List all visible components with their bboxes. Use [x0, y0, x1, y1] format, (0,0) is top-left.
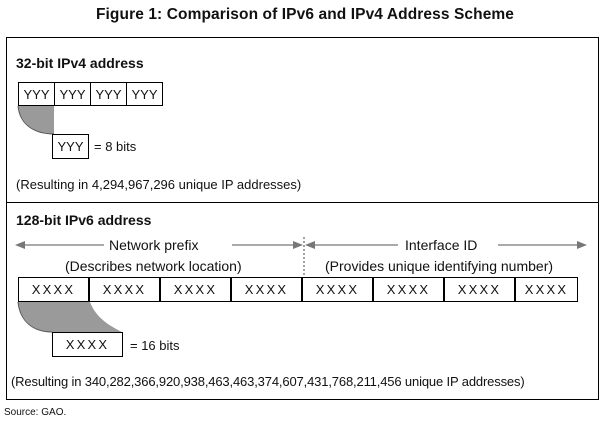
network-prefix-arrow	[15, 241, 303, 249]
ipv6-segment-4: XXXX	[231, 277, 302, 302]
ipv4-expansion-wedge-edge	[17, 105, 55, 135]
ipv6-segment-7: XXXX	[444, 277, 515, 302]
ipv6-result: (Resulting in 340,282,366,920,938,463,46…	[11, 374, 525, 389]
ipv6-segment-1: XXXX	[18, 277, 89, 302]
interface-id-description: (Provides unique identifying number)	[325, 258, 554, 274]
ipv6-segment-3: XXXX	[160, 277, 231, 302]
ipv4-expansion-wedge	[18, 106, 54, 134]
ipv6-zoom-segment: XXXX	[52, 332, 123, 357]
ipv6-segment-6: XXXX	[373, 277, 444, 302]
ipv4-segment-2: YYY	[54, 82, 91, 106]
ipv4-segment-1: YYY	[18, 82, 55, 106]
interface-id-arrow	[305, 241, 587, 249]
ipv6-expansion-wedge	[18, 302, 122, 332]
ipv4-segment-3: YYY	[90, 82, 127, 106]
section-divider	[6, 202, 599, 203]
ipv4-bits-label: = 8 bits	[94, 139, 137, 154]
figure-source: Source: GAO.	[4, 407, 67, 418]
network-prefix-label: Network prefix	[109, 237, 199, 253]
figure-title: Figure 1: Comparison of IPv6 and IPv4 Ad…	[95, 6, 515, 23]
ipv6-heading: 128-bit IPv6 address	[16, 212, 152, 228]
ipv6-segment-8: XXXX	[515, 277, 578, 302]
ipv6-segment-5: XXXX	[302, 277, 373, 302]
ipv6-expansion-wedge-edge	[17, 301, 53, 333]
ipv4-segment-4: YYY	[126, 82, 163, 106]
network-prefix-description: (Describes network location)	[65, 258, 242, 274]
ipv4-heading: 32-bit IPv4 address	[16, 55, 144, 71]
ipv6-segment-2: XXXX	[89, 277, 160, 302]
interface-id-label: Interface ID	[405, 237, 478, 253]
ipv6-bits-label: = 16 bits	[130, 338, 180, 353]
ipv4-result: (Resulting in 4,294,967,296 unique IP ad…	[16, 177, 302, 192]
ipv4-zoom-segment: YYY	[52, 134, 89, 159]
figure-panel	[6, 37, 599, 400]
